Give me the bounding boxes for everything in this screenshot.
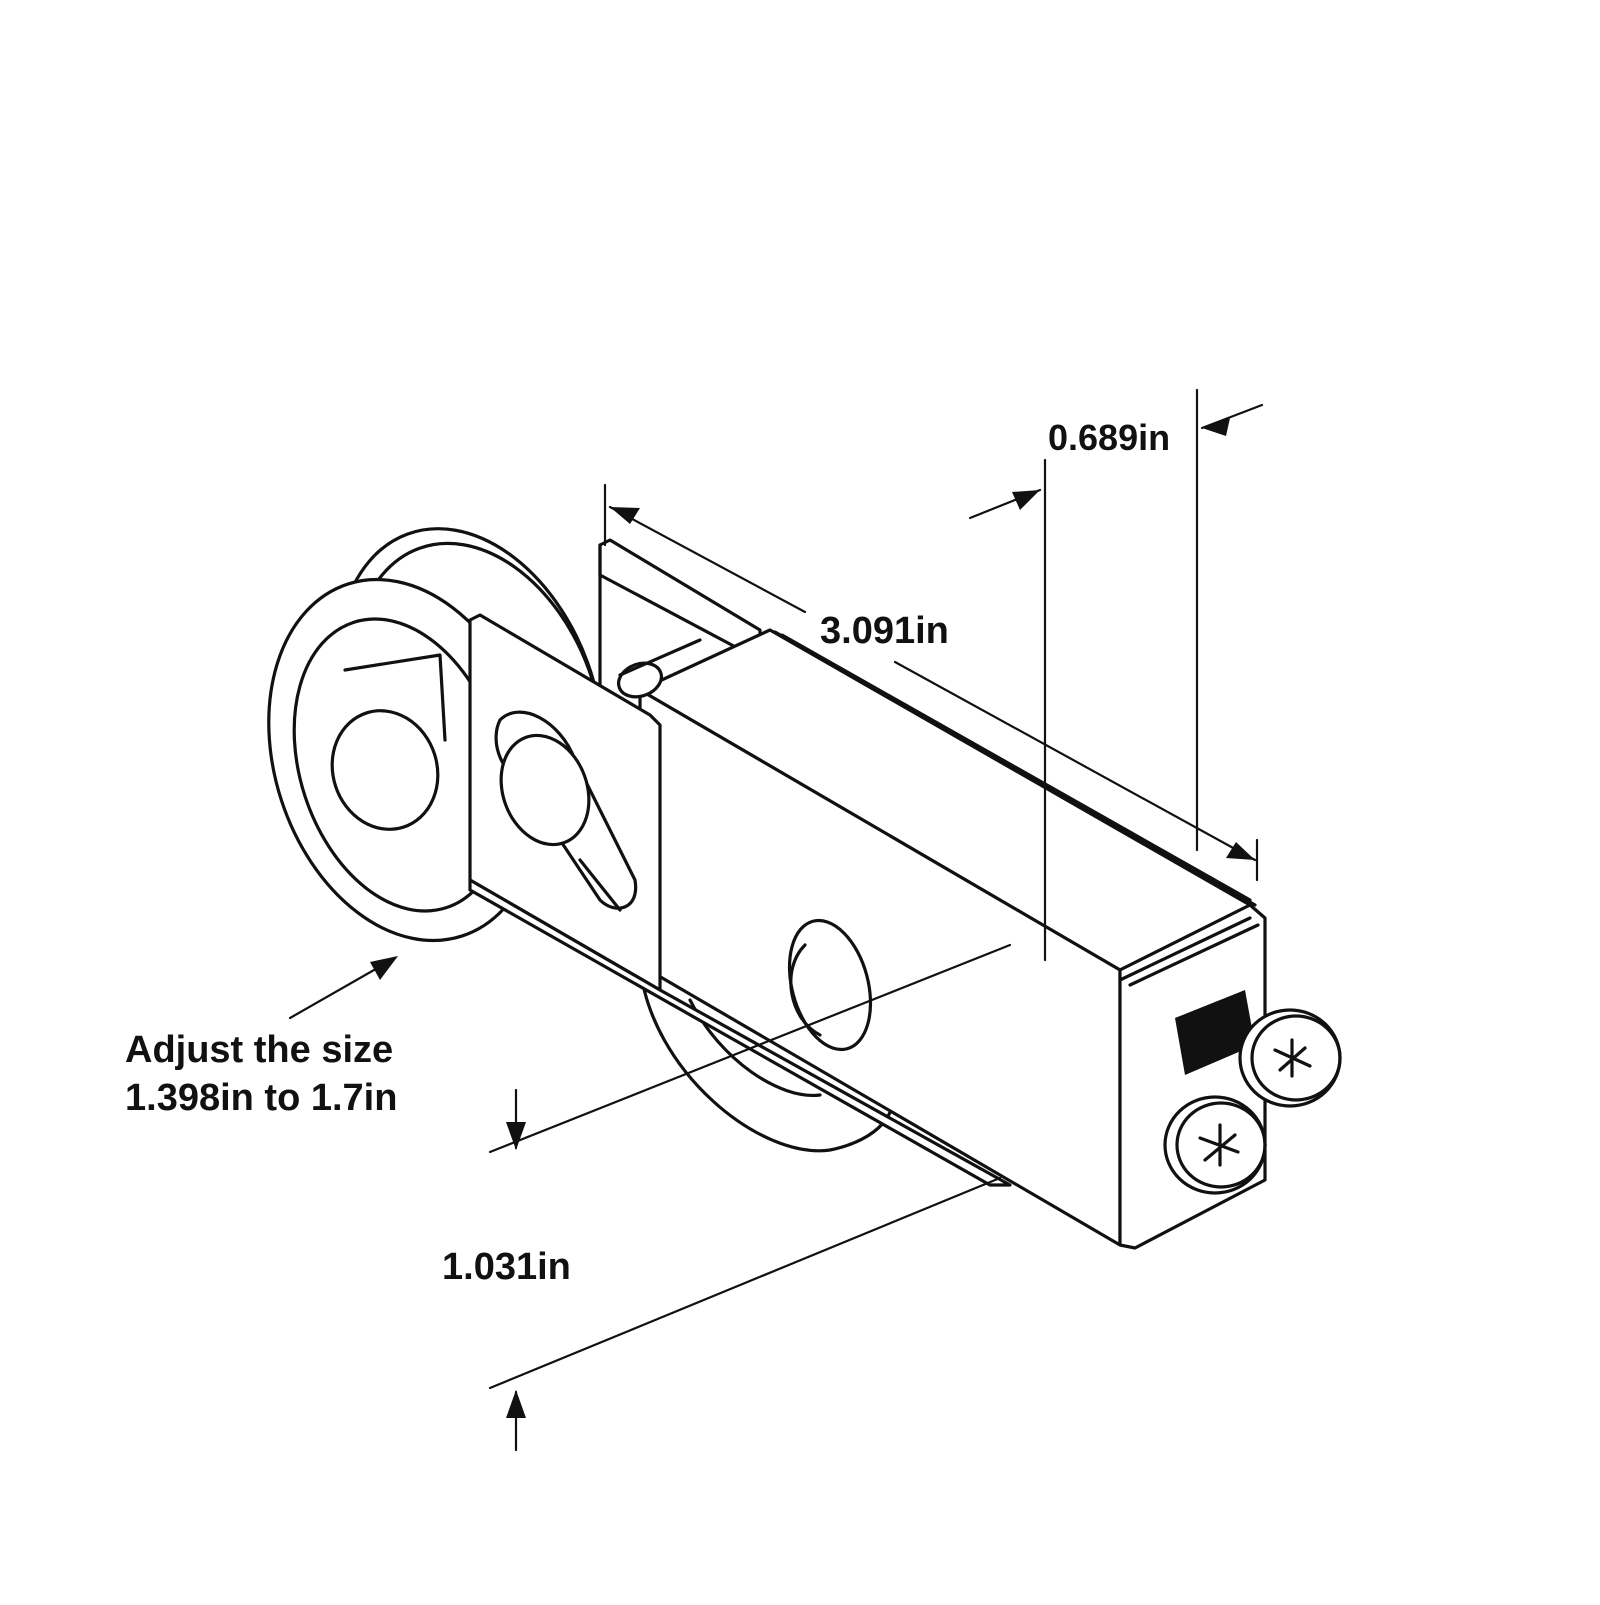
dim-width-lines bbox=[968, 388, 1264, 962]
wheel-axle-hub bbox=[330, 709, 440, 831]
adjust-note: Adjust the size 1.398in to 1.7in bbox=[125, 1026, 397, 1122]
dim-length-lines bbox=[603, 483, 1259, 882]
dim-height-lines bbox=[488, 943, 1012, 1452]
adjust-note-line2: 1.398in to 1.7in bbox=[125, 1077, 398, 1119]
dimension-width-label: 0.689in bbox=[1048, 417, 1171, 458]
dimension-length-label: 3.091in bbox=[820, 610, 949, 652]
adjust-leader bbox=[288, 956, 398, 1020]
adjust-screw bbox=[1175, 990, 1342, 1108]
upper-bolt bbox=[617, 638, 702, 699]
mount-screw bbox=[1163, 1095, 1267, 1195]
dimension-height-label: 1.031in bbox=[442, 1246, 571, 1288]
slot-pin bbox=[499, 733, 591, 847]
side-plate bbox=[468, 613, 1012, 1187]
adjust-note-line1: Adjust the size bbox=[125, 1029, 394, 1071]
